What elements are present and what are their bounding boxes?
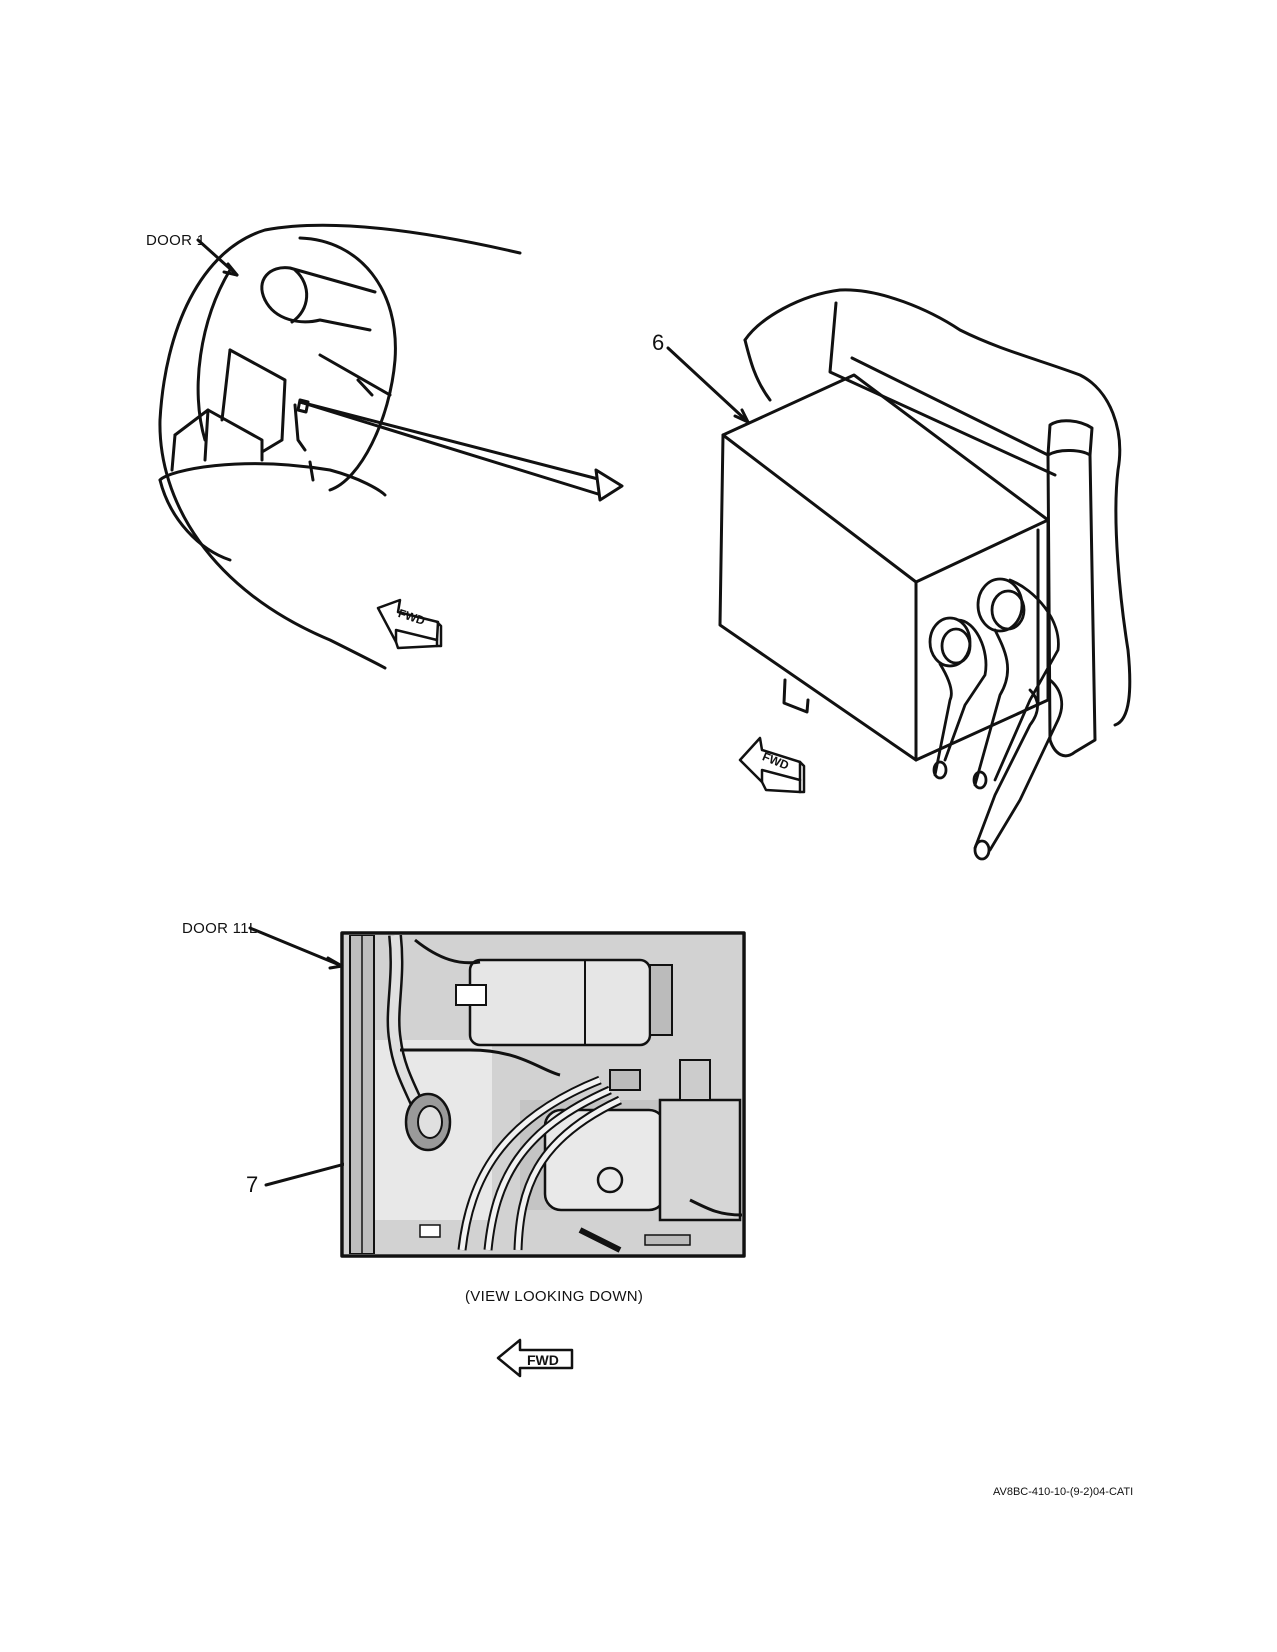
door1-leader-arrowhead bbox=[222, 262, 239, 277]
fwd-arrow-top-left bbox=[376, 598, 443, 650]
door11l-leader-arrowhead bbox=[326, 956, 344, 970]
item7-label: 7 bbox=[246, 1172, 259, 1197]
door11l-label: DOOR 11L bbox=[182, 920, 258, 937]
door1-label: DOOR 1 bbox=[146, 232, 206, 249]
door11l-view-image bbox=[344, 935, 742, 1254]
fuselage-door1-view bbox=[158, 223, 522, 670]
component-6-assembly bbox=[666, 288, 1132, 861]
view-caption: (VIEW LOOKING DOWN) bbox=[465, 1288, 644, 1305]
figure-id: AV8BC-410-10-(9-2)04-CATI bbox=[993, 1486, 1134, 1498]
fwd-arrow-bottom bbox=[496, 1338, 574, 1378]
detail-pointer-arrow bbox=[298, 400, 624, 502]
door11l-view-frame bbox=[340, 931, 746, 1258]
door11l-leader-line bbox=[248, 926, 344, 968]
fwd-arrow-top-right bbox=[738, 736, 806, 794]
fwd-label-bottom: FWD bbox=[527, 1352, 559, 1368]
item6-label: 6 bbox=[652, 330, 665, 355]
